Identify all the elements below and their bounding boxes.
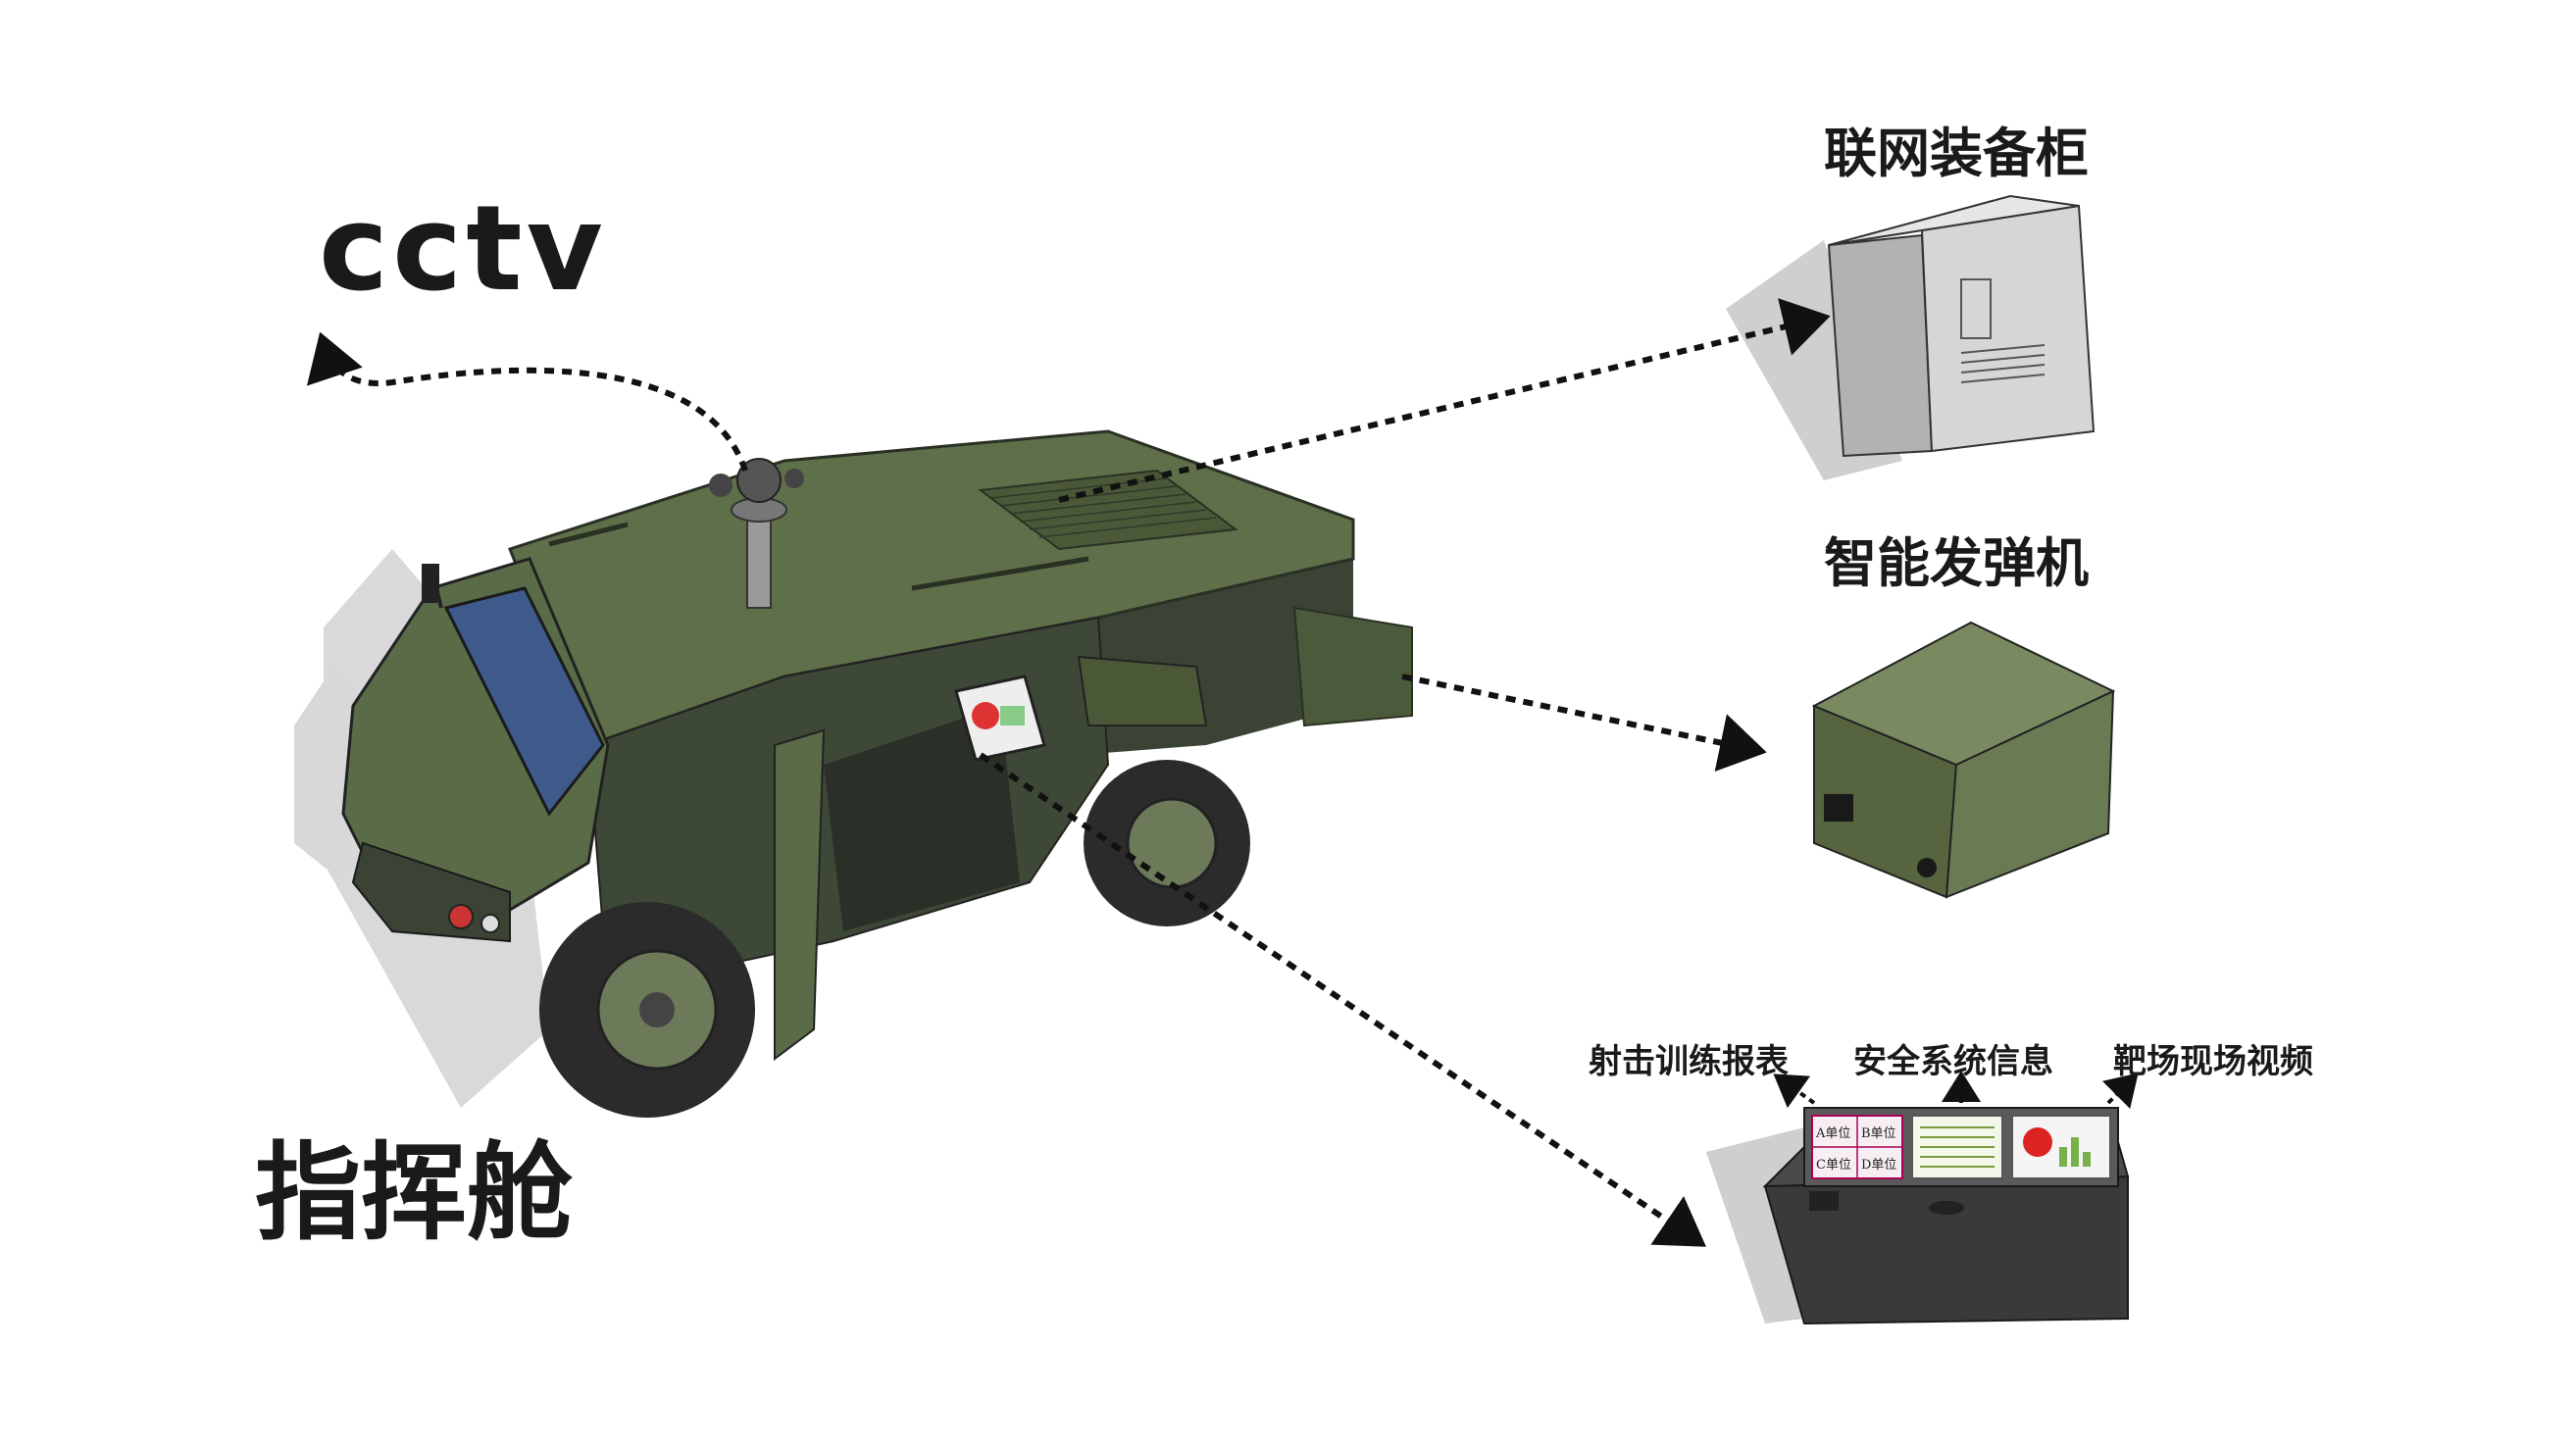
side-door-opening xyxy=(824,706,1020,931)
cctv-label: cctv xyxy=(319,181,607,318)
wheel-front xyxy=(539,902,755,1118)
arrow-to-console xyxy=(979,752,1706,1247)
shooting-report-label: 射击训练报表 xyxy=(1589,1042,1789,1081)
arrow-to-cabinet xyxy=(1058,298,1831,503)
network-cabinet xyxy=(1726,194,2096,480)
screen-cell-b: B单位 xyxy=(1861,1126,1896,1141)
screen-cell-c: C单位 xyxy=(1816,1158,1851,1173)
command-vehicle xyxy=(294,429,1413,1118)
safety-info-label: 安全系统信息 xyxy=(1853,1042,2053,1081)
interior-display xyxy=(954,675,1046,762)
cabinet-side xyxy=(1827,233,1934,458)
network-cabinet-label: 联网装备柜 xyxy=(1824,123,2089,184)
smart-launcher-label: 智能发弹机 xyxy=(1824,532,2089,594)
connection-arrows xyxy=(306,298,2139,1247)
arrow-to-report xyxy=(1773,1074,1816,1109)
command-cabin-label: 指挥舱 xyxy=(255,1132,574,1255)
range-video-label: 靶场现场视频 xyxy=(2113,1042,2313,1081)
arrow-to-video xyxy=(2101,1073,2139,1110)
rear-door xyxy=(1077,655,1208,726)
cabinet-top xyxy=(1828,194,2080,246)
control-console xyxy=(1706,1107,2130,1325)
wheel-rear xyxy=(1084,760,1250,926)
windshield xyxy=(443,586,605,817)
cabinet-front xyxy=(1920,204,2096,453)
arrow-to-launcher xyxy=(1401,674,1767,773)
screen-cell-d: D单位 xyxy=(1861,1158,1896,1173)
smart-launcher xyxy=(1811,621,2116,899)
open-side-door xyxy=(774,728,826,1061)
screen-cell-a: A单位 xyxy=(1815,1126,1850,1141)
launcher-top xyxy=(1811,621,2116,767)
arrow-to-cctv xyxy=(306,331,748,472)
cctv-mast xyxy=(709,458,804,609)
